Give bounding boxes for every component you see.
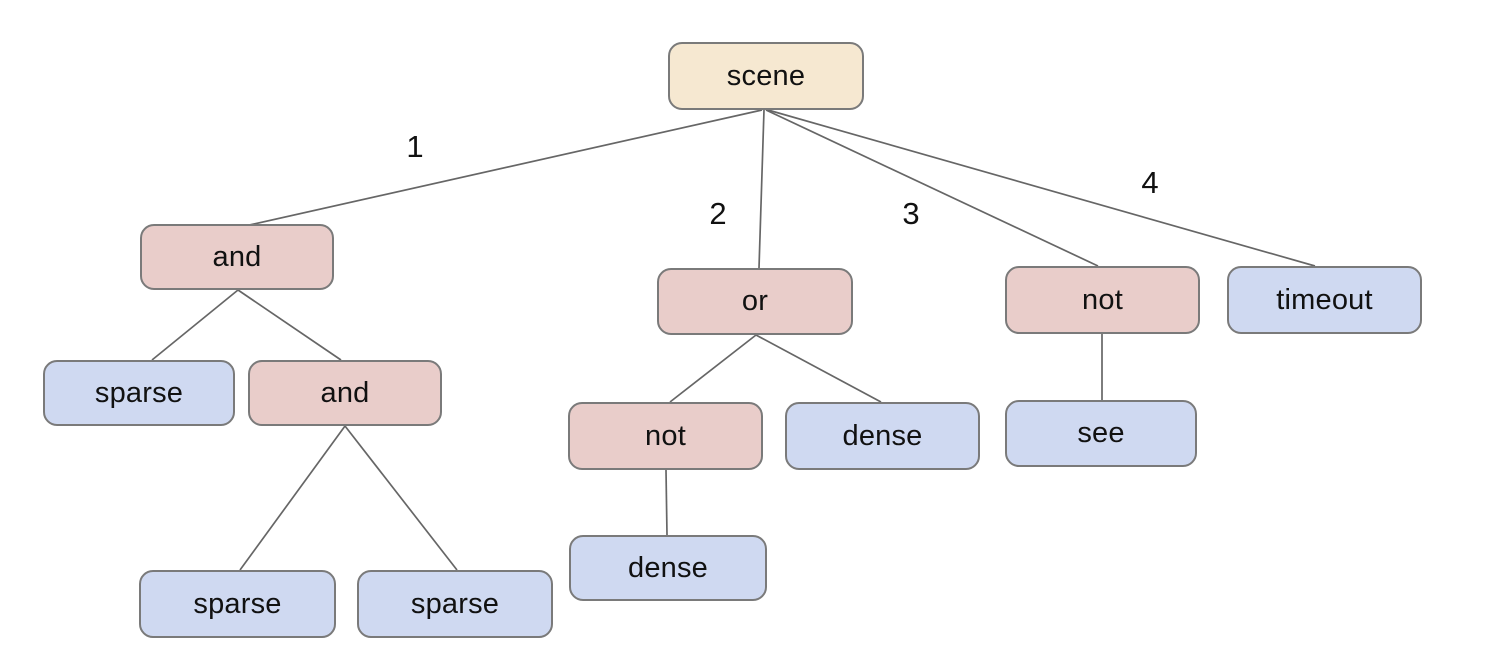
node-sparse-3: sparse	[357, 570, 553, 638]
node-and: and	[140, 224, 334, 290]
edge-scene-and	[244, 109, 763, 227]
edge-and2-sparse	[239, 425, 346, 571]
edge-label-3: 3	[902, 196, 920, 231]
node-and-2: and	[248, 360, 442, 426]
edge-scene-not	[765, 109, 1099, 267]
node-see: see	[1005, 400, 1197, 467]
node-scene: scene	[668, 42, 864, 110]
node-dense-2: dense	[569, 535, 767, 601]
node-not: not	[1005, 266, 1200, 334]
node-timeout: timeout	[1227, 266, 1422, 334]
edge-and-sparse	[151, 289, 239, 361]
edge-and2-sparse2	[344, 425, 458, 571]
edge-scene-timeout	[767, 109, 1316, 267]
edge-label-1: 1	[406, 129, 424, 164]
edge-label-2: 2	[709, 196, 727, 231]
edge-label-4: 4	[1141, 165, 1159, 200]
edge-scene-or	[758, 109, 765, 269]
node-or: or	[657, 268, 853, 335]
node-not-2: not	[568, 402, 763, 470]
node-sparse-2: sparse	[139, 570, 336, 638]
node-dense-1: dense	[785, 402, 980, 470]
node-sparse-1: sparse	[43, 360, 235, 426]
edge-or-dense	[755, 334, 882, 403]
edge-or-not	[669, 334, 757, 403]
edge-and-and	[237, 289, 342, 361]
edge-not2-dense	[665, 469, 668, 536]
